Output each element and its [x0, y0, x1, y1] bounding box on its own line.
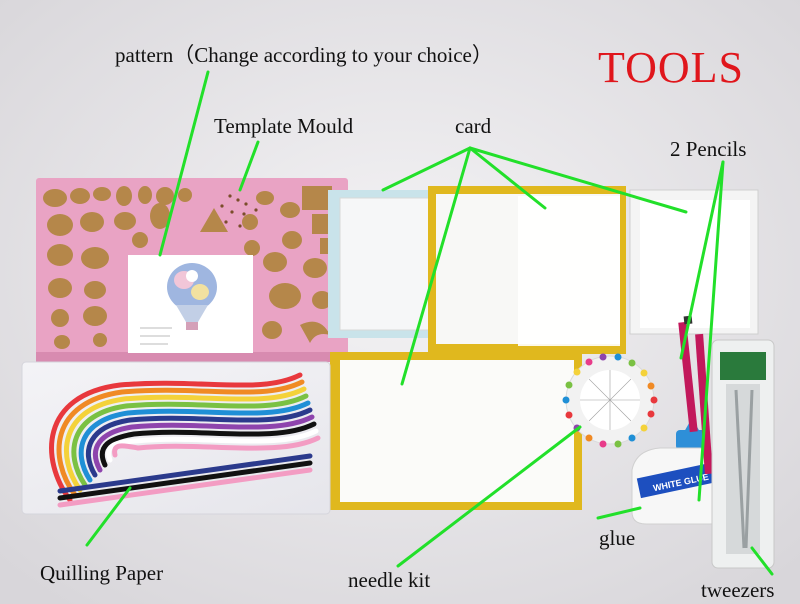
front-card [330, 352, 582, 510]
label-tweezers: tweezers [701, 578, 775, 602]
quilling-paper [21, 361, 331, 515]
label-quilling-paper: Quilling Paper [40, 561, 164, 585]
card-stack [328, 186, 759, 354]
pin-wheel [562, 353, 658, 448]
mould-dots [220, 194, 258, 228]
label-template-mould: Template Mould [214, 114, 354, 138]
label-glue: glue [599, 526, 636, 550]
cork-cutouts [43, 186, 338, 349]
tweezers-pack [711, 339, 775, 569]
label-pattern: pattern（Change according to your choice） [115, 43, 493, 67]
pattern-balloon [140, 263, 217, 345]
label-needle-kit: needle kit [348, 568, 431, 592]
label-pencils: 2 Pencils [670, 137, 747, 161]
template-mould [36, 178, 348, 362]
label-tools-title: TOOLS [598, 43, 744, 92]
pointer-lines [85, 70, 774, 576]
label-card: card [455, 114, 492, 138]
